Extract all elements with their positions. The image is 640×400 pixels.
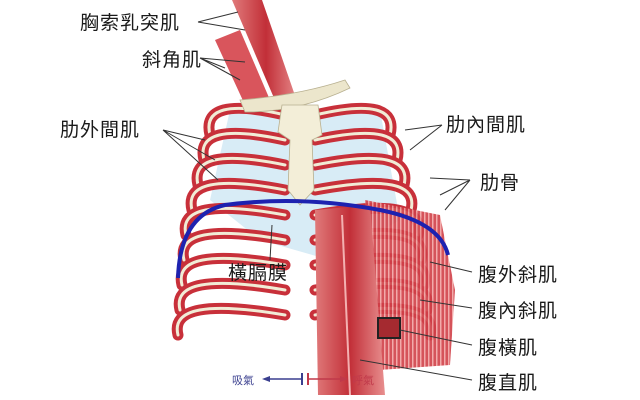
- label-transversus-abdominis: 腹橫肌: [478, 337, 539, 359]
- rib: [313, 181, 414, 212]
- rib: [189, 181, 287, 212]
- diaphragm-line: [176, 199, 450, 279]
- rib: [313, 156, 407, 187]
- rectus-abdominis-muscle: [315, 205, 385, 395]
- rib: [183, 206, 287, 237]
- label-ribs: 肋骨: [480, 172, 521, 194]
- sternum: [277, 104, 323, 206]
- label-diaphragm: 橫膈膜: [228, 262, 289, 284]
- rib: [207, 106, 287, 137]
- sternocleidomastoid-muscle: [232, 0, 300, 112]
- legend-exhale: 呼氣: [352, 374, 374, 387]
- rib: [177, 281, 287, 312]
- label-sternocleidomastoid: 胸索乳突肌: [80, 12, 181, 34]
- left-rib-cage: [171, 102, 291, 341]
- rib: [181, 231, 287, 262]
- rib: [179, 256, 287, 287]
- label-scalenes: 斜角肌: [142, 49, 203, 71]
- rib: [175, 306, 287, 337]
- label-rectus-abdominis: 腹直肌: [478, 372, 539, 394]
- label-external-oblique: 腹外斜肌: [478, 264, 559, 286]
- rib: [313, 106, 393, 137]
- rib: [201, 131, 287, 162]
- transversus-window: [377, 317, 401, 339]
- legend-arrows: [262, 373, 348, 385]
- rib: [313, 131, 400, 162]
- label-internal-intercostals: 肋內間肌: [446, 114, 527, 136]
- legend-inhale: 吸氣: [232, 374, 254, 387]
- leader-lines: [162, 11, 473, 381]
- scalene-muscle: [215, 30, 270, 105]
- clavicle: [239, 79, 351, 113]
- label-external-intercostals: 肋外間肌: [60, 119, 141, 141]
- label-internal-oblique: 腹內斜肌: [478, 300, 559, 322]
